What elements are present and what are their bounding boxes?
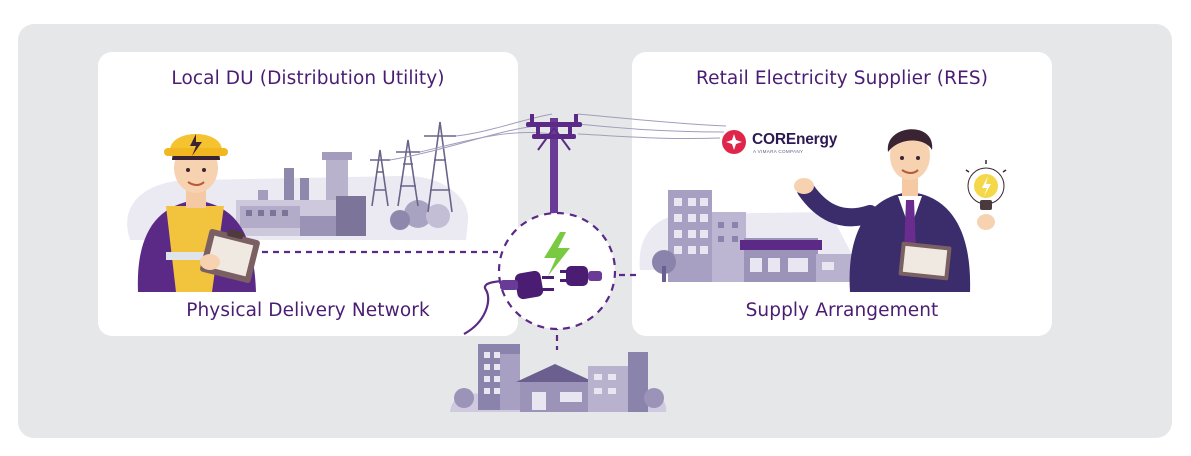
res-card-title: Retail Electricity Supplier (RES) bbox=[695, 68, 989, 89]
city-buildings-icon bbox=[450, 344, 667, 412]
utility-pole-icon bbox=[526, 114, 582, 228]
light-bulb-icon bbox=[965, 160, 1007, 230]
du-card-subtitle: Physical Delivery Network bbox=[186, 300, 430, 321]
brand-tagline: A VIMARA COMPANY bbox=[753, 149, 804, 154]
storefront-buildings-icon bbox=[639, 190, 862, 282]
plug-icon bbox=[500, 270, 554, 300]
lightning-bolt-icon bbox=[544, 232, 570, 276]
corenergy-logo-icon bbox=[722, 130, 746, 154]
socket-icon bbox=[560, 266, 602, 286]
connection-hub bbox=[497, 211, 617, 331]
clipboard-icon bbox=[200, 229, 260, 283]
businessman-icon bbox=[794, 129, 971, 292]
brand-name: COREnergy bbox=[752, 131, 838, 148]
transmission-tower-icon bbox=[370, 121, 456, 213]
du-card-title: Local DU (Distribution Utility) bbox=[171, 68, 445, 89]
res-card-subtitle: Supply Arrangement bbox=[745, 300, 939, 321]
